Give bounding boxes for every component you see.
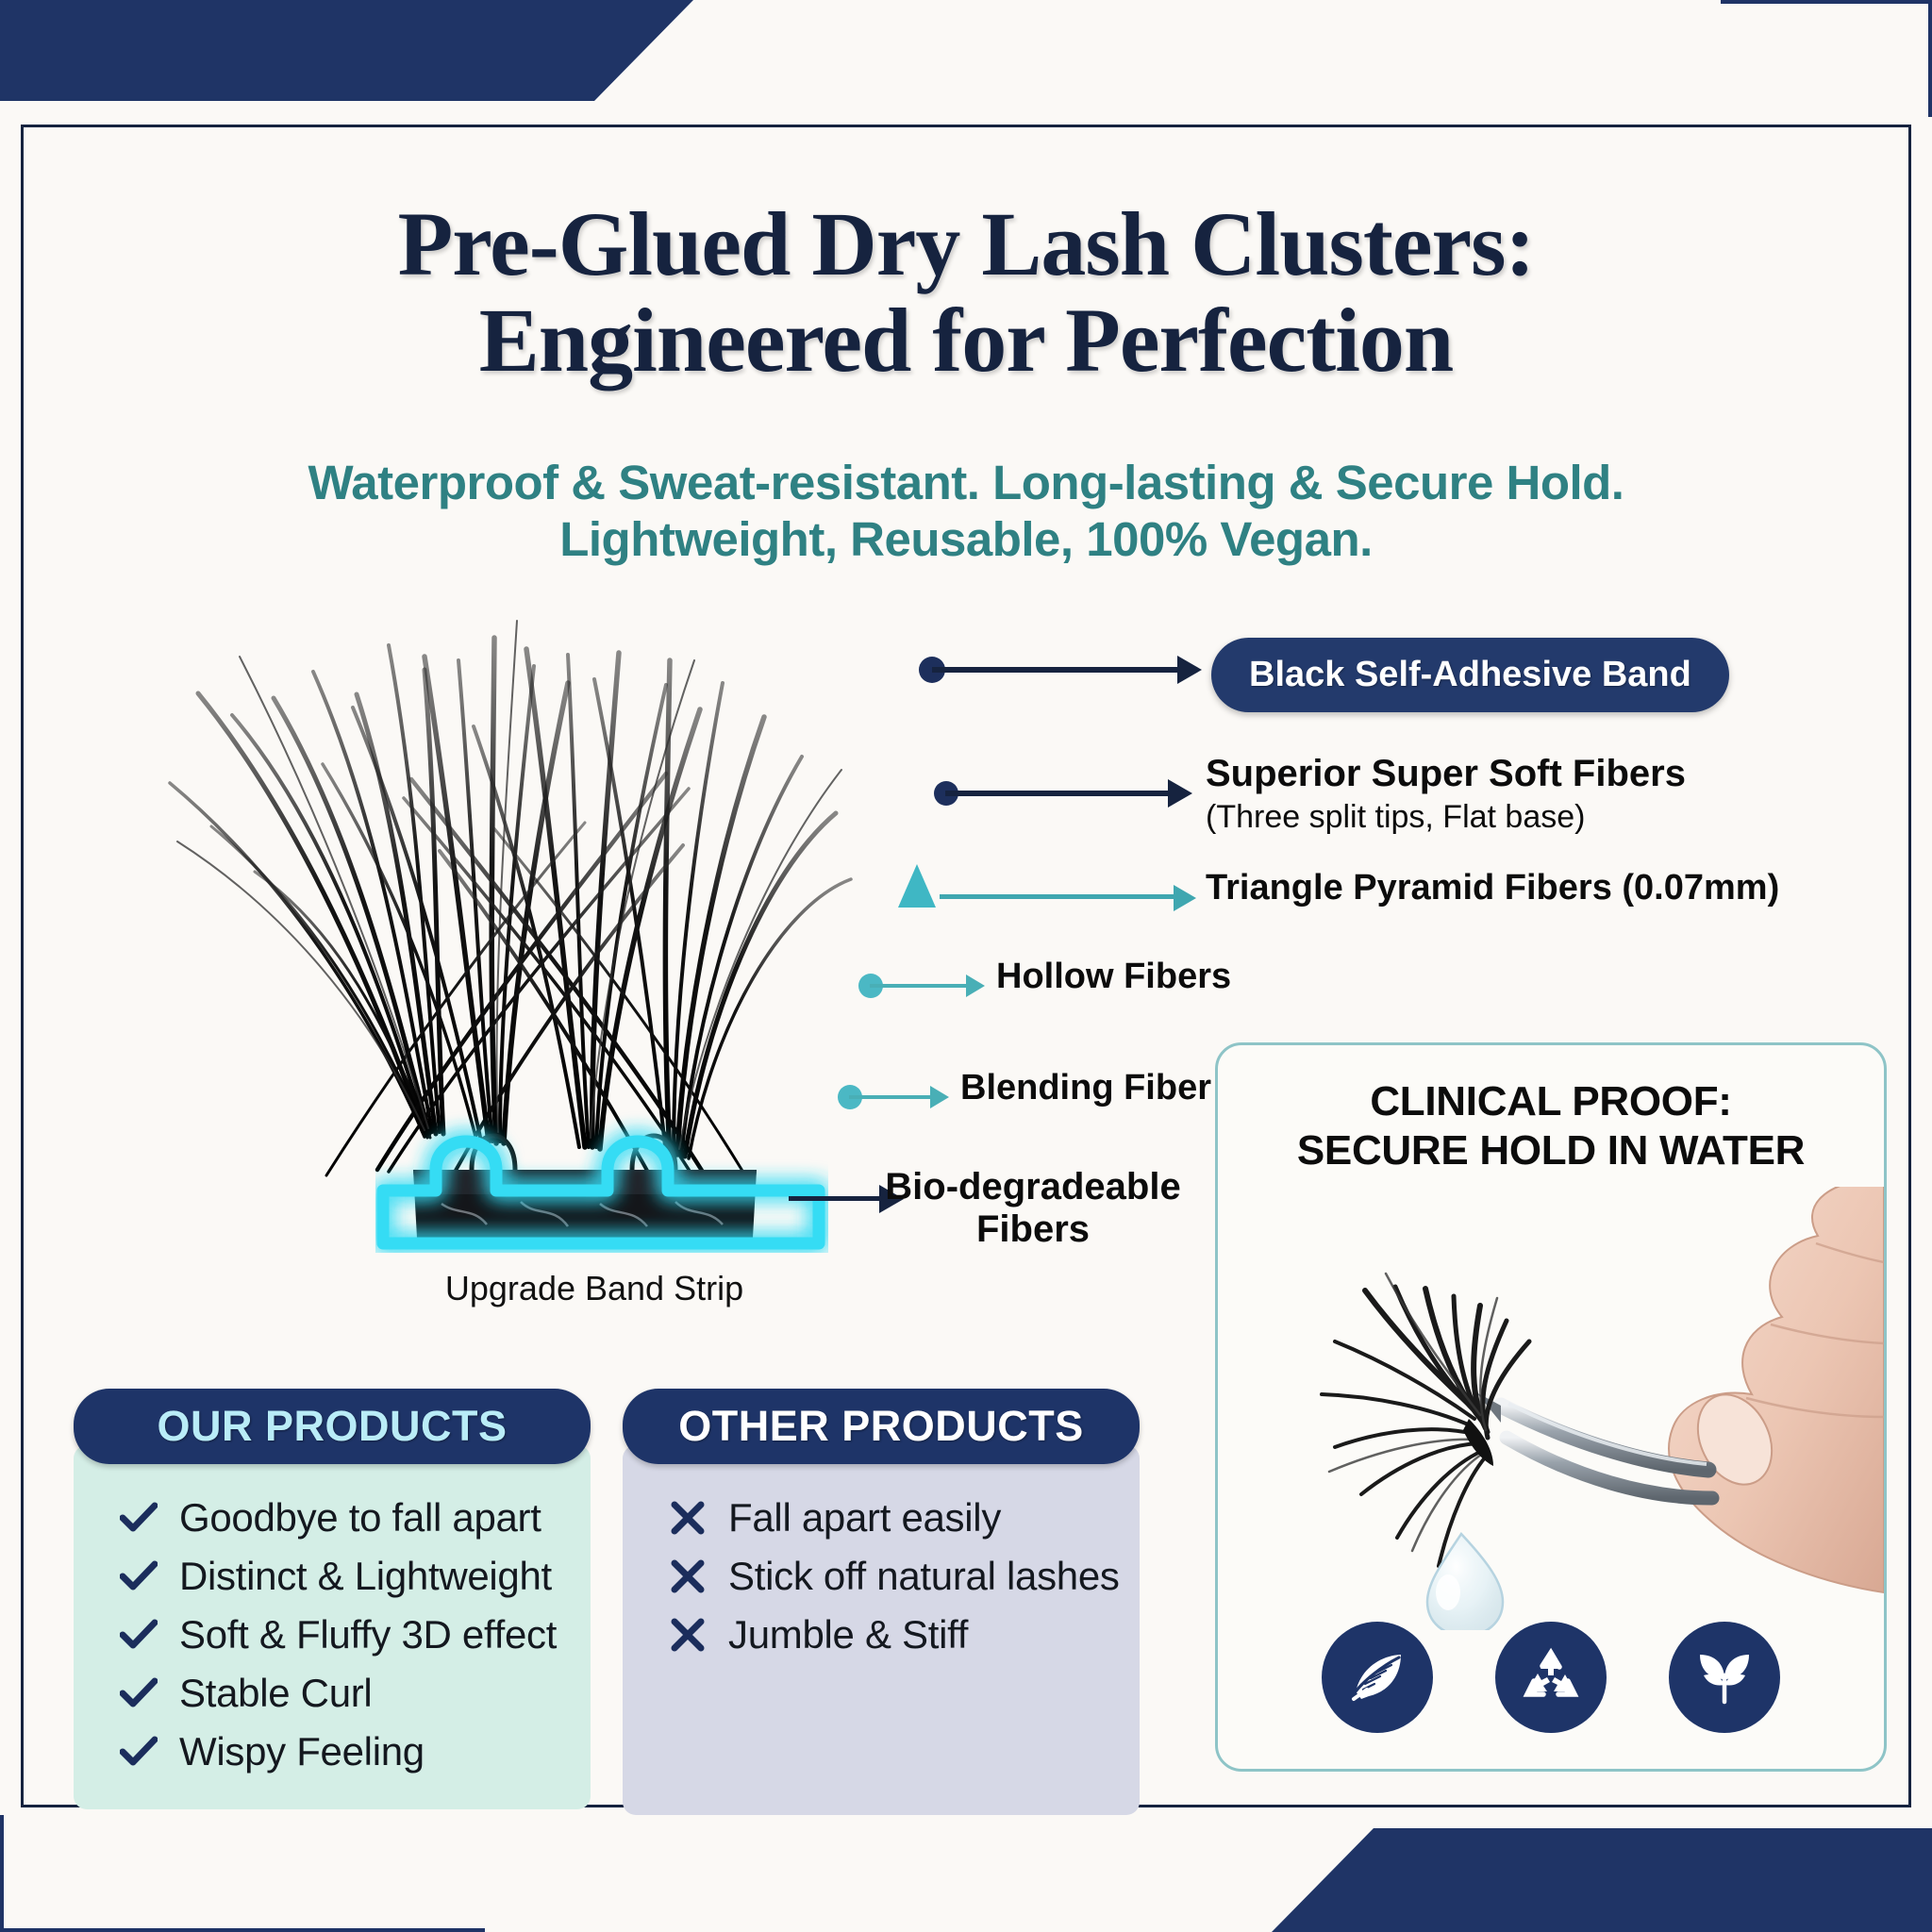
callout-label-bio-line2: Fibers <box>975 1208 1091 1250</box>
callout-arrowhead-band <box>1177 656 1202 684</box>
callout-arrowhead-triangle <box>1174 885 1196 911</box>
subtitle-line-1: Waterproof & Sweat-resistant. Long-lasti… <box>308 456 1624 509</box>
callout-label-triangle: Triangle Pyramid Fibers (0.07mm) <box>1206 868 1780 908</box>
callout-sublabel-soft-fibers: (Three split tips, Flat base) <box>1206 799 1586 835</box>
feather-icon <box>1322 1622 1433 1733</box>
list-item-label: Stable Curl <box>179 1671 373 1715</box>
list-item-label: Goodbye to fall apart <box>179 1495 541 1540</box>
callout-superior-super-soft-fibers: Superior Super Soft Fibers (Three split … <box>1206 753 1686 836</box>
comparison-card-other-products: OTHER PRODUCTS Fall apart easily Stick o… <box>623 1389 1140 1815</box>
recycle-icon <box>1495 1622 1607 1733</box>
callout-arrowhead-hollow <box>966 974 985 997</box>
corner-decoration-bottom-left <box>0 1815 485 1932</box>
callout-label-hollow: Hollow Fibers <box>996 957 1232 996</box>
callout-bio-degradeable-fibers: Bio-degradeable Fibers <box>877 1166 1189 1251</box>
list-item: Fall apart easily <box>623 1489 1140 1547</box>
check-icon <box>119 1619 158 1651</box>
callout-arrowhead-bio <box>879 1185 904 1213</box>
corner-decoration-top-left <box>0 0 693 101</box>
clinical-title-line-1: CLINICAL PROOF: <box>1370 1078 1732 1124</box>
clinical-proof-panel: CLINICAL PROOF: SECURE HOLD IN WATER <box>1215 1042 1887 1772</box>
callout-leader-line-blending <box>849 1095 932 1099</box>
list-item-label: Jumble & Stiff <box>728 1612 969 1657</box>
callout-black-self-adhesive-band: Black Self-Adhesive Band <box>1211 638 1729 712</box>
lash-cluster-illustration <box>142 604 858 1264</box>
page-subtitle: Waterproof & Sweat-resistant. Long-lasti… <box>0 455 1932 568</box>
list-item-label: Distinct & Lightweight <box>179 1554 552 1598</box>
clinical-title-line-2: SECURE HOLD IN WATER <box>1296 1126 1806 1174</box>
corner-decoration-bottom-right <box>1272 1828 1932 1932</box>
list-item-label: Wispy Feeling <box>179 1729 425 1774</box>
cross-icon <box>668 1500 708 1536</box>
callout-label-blending: Blending Fiber <box>960 1068 1211 1108</box>
check-icon <box>119 1736 158 1768</box>
leaf-icon <box>1669 1622 1780 1733</box>
comparison-heading-ours: OUR PRODUCTS <box>74 1389 591 1464</box>
callout-leader-line-triangle <box>940 894 1175 899</box>
callout-label-bio-line1: Bio-degradeable <box>885 1166 1181 1208</box>
list-item: Goodbye to fall apart <box>74 1489 591 1547</box>
page-title: Pre-Glued Dry Lash Clusters: Engineered … <box>0 196 1932 389</box>
check-icon <box>119 1677 158 1709</box>
callout-blending-fiber: Blending Fiber <box>960 1068 1211 1108</box>
callout-arrowhead-blending <box>930 1086 949 1108</box>
list-item: Stick off natural lashes <box>623 1547 1140 1606</box>
title-line-2: Engineered for Perfection <box>478 289 1455 391</box>
callout-anchor-triangle-marker <box>898 864 936 908</box>
list-item-label: Stick off natural lashes <box>728 1554 1120 1598</box>
comparison-list-ours: Goodbye to fall apart Distinct & Lightwe… <box>74 1445 591 1809</box>
comparison-list-theirs: Fall apart easily Stick off natural lash… <box>623 1445 1140 1815</box>
callout-leader-line-band <box>932 667 1179 673</box>
clinical-proof-title: CLINICAL PROOF: SECURE HOLD IN WATER <box>1218 1077 1884 1175</box>
list-item: Soft & Fluffy 3D effect <box>74 1606 591 1664</box>
comparison-card-our-products: OUR PRODUCTS Goodbye to fall apart Disti… <box>74 1389 591 1809</box>
list-item: Stable Curl <box>74 1664 591 1723</box>
check-icon <box>119 1502 158 1534</box>
list-item-label: Fall apart easily <box>728 1495 1002 1540</box>
list-item-label: Soft & Fluffy 3D effect <box>179 1612 558 1657</box>
certification-badges <box>1218 1622 1884 1733</box>
callout-label-soft-fibers: Superior Super Soft Fibers <box>1206 753 1686 794</box>
cross-icon <box>668 1558 708 1594</box>
corner-decoration-top-right <box>1721 0 1932 117</box>
check-icon <box>119 1560 158 1592</box>
callout-leader-line-soft-fibers <box>945 791 1170 796</box>
list-item: Distinct & Lightweight <box>74 1547 591 1606</box>
comparison-heading-theirs: OTHER PRODUCTS <box>623 1389 1140 1464</box>
callout-label-band: Black Self-Adhesive Band <box>1211 638 1729 712</box>
list-item: Wispy Feeling <box>74 1723 591 1781</box>
callout-hollow-fibers: Hollow Fibers <box>996 957 1231 997</box>
title-line-1: Pre-Glued Dry Lash Clusters: <box>397 193 1536 294</box>
tweezers-holding-lash-photo <box>1218 1175 1885 1638</box>
subtitle-line-2: Lightweight, Reusable, 100% Vegan. <box>559 512 1373 567</box>
cross-icon <box>668 1617 708 1653</box>
callout-leader-line-bio <box>789 1196 881 1201</box>
callout-triangle-pyramid-fibers: Triangle Pyramid Fibers (0.07mm) <box>1206 868 1779 908</box>
list-item: Jumble & Stiff <box>623 1606 1140 1664</box>
band-strip-caption: Upgrade Band Strip <box>444 1269 744 1307</box>
callout-arrowhead-soft-fibers <box>1168 779 1192 808</box>
callout-leader-line-hollow <box>870 984 968 988</box>
